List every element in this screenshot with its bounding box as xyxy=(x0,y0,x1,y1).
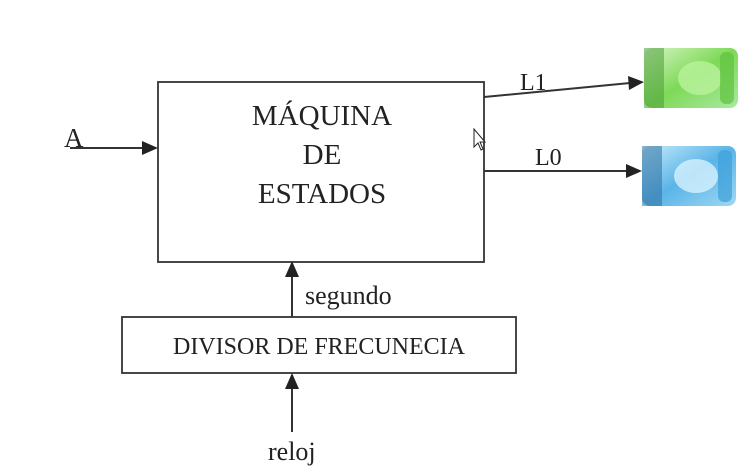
second-signal-arrowhead xyxy=(285,261,299,277)
frequency-divider-block xyxy=(121,316,517,374)
led-green-icon xyxy=(644,48,738,108)
state-machine-block xyxy=(157,81,485,263)
state-machine-line3: ESTADOS xyxy=(258,178,386,210)
input-a-label: A xyxy=(64,123,84,153)
output-l1-arrowhead xyxy=(628,76,644,90)
output-l1-arrow xyxy=(483,82,631,98)
led-blue-icon xyxy=(642,146,736,206)
input-a-arrowhead xyxy=(142,141,158,155)
second-signal-label: segundo xyxy=(305,281,392,310)
mouse-cursor-icon xyxy=(473,127,487,151)
clock-label: reloj xyxy=(268,437,316,466)
clock-arrowhead xyxy=(285,373,299,389)
state-machine-line2: DE xyxy=(303,139,342,171)
output-l0-label: L0 xyxy=(535,145,562,171)
output-l0-arrowhead xyxy=(626,164,642,178)
frequency-divider-label: DIVISOR DE FRECUNECIA xyxy=(173,334,466,360)
state-machine-line1: MÁQUINA xyxy=(252,99,392,132)
